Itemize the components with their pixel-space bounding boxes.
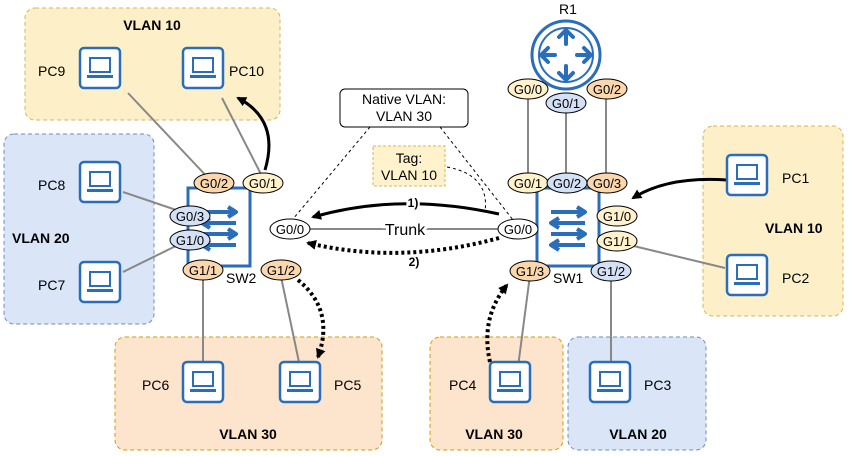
arrows: [236, 96, 728, 363]
pc10[interactable]: [181, 46, 225, 90]
pc5-label: PC5: [334, 377, 361, 393]
pc3-label: PC3: [644, 377, 671, 393]
arrow-pc1-sw1: [631, 177, 728, 200]
sw1-port-g1-2: G1/2: [597, 264, 625, 279]
sw2-port-g0-2: G0/2: [200, 176, 228, 191]
switch-sw2[interactable]: [186, 186, 252, 268]
tag-callout-line: [446, 166, 487, 213]
sw2-port-g0-3: G0/3: [176, 209, 204, 224]
sw2-ports: [169, 172, 311, 281]
sw2-port-g1-1: G1/1: [189, 263, 217, 278]
sw2-port-g0-0: G0/0: [276, 222, 304, 237]
router-port-g0-2: G0/2: [593, 82, 621, 97]
router-label: R1: [559, 1, 577, 17]
pc9[interactable]: [78, 46, 122, 90]
pc7-label: PC7: [38, 277, 65, 293]
cables: [122, 84, 726, 368]
pc2-label: PC2: [782, 270, 809, 286]
trunk-label: Trunk: [385, 222, 426, 239]
sw1-port-g1-3: G1/3: [516, 264, 544, 279]
pc6-label: PC6: [142, 377, 169, 393]
sw1-port-g1-1: G1/1: [603, 234, 631, 249]
native-vlan-line1: Native VLAN:: [362, 91, 446, 107]
sw1-ports: [497, 172, 638, 282]
switch-sw1[interactable]: [535, 186, 601, 268]
sw1-port-g0-2: G0/2: [553, 176, 581, 191]
arrow-1-label: 1): [408, 196, 419, 210]
tag-callout: [372, 145, 446, 187]
pc1[interactable]: [725, 153, 769, 197]
vlan-label-bottom-mid: VLAN 30: [465, 426, 523, 442]
pc4[interactable]: [488, 360, 532, 404]
sw1-port-g0-1: G0/1: [514, 176, 542, 191]
sw1-port-g1-0: G1/0: [603, 209, 631, 224]
native-vlan-line2: VLAN 30: [376, 108, 432, 124]
vlan-label-top-left: VLAN 10: [123, 17, 181, 33]
router-port-g0-1: G0/1: [552, 96, 580, 111]
pc1-label: PC1: [782, 170, 809, 186]
sw2-label: SW2: [226, 270, 257, 286]
pc8[interactable]: [78, 160, 122, 204]
pc10-label: PC10: [229, 63, 264, 79]
pc2[interactable]: [725, 253, 769, 297]
router-ports: [507, 78, 628, 114]
pc3[interactable]: [588, 360, 632, 404]
native-callout-line-right: [439, 126, 518, 226]
sw2-port-g1-2: G1/2: [267, 263, 295, 278]
vlan-label-left: VLAN 20: [12, 230, 70, 246]
native-callout-line-left: [287, 126, 371, 226]
pc6[interactable]: [181, 360, 225, 404]
vlan-label-bottom-right: VLAN 20: [609, 426, 667, 442]
arrow-2: [306, 236, 500, 255]
sw2-port-g0-1: G0/1: [249, 176, 277, 191]
vlan-label-right: VLAN 10: [765, 220, 823, 236]
arrow-2-label: 2): [409, 255, 420, 269]
router[interactable]: [530, 19, 602, 91]
arrow-1: [311, 202, 500, 220]
arrow-sw2-pc10: [236, 96, 271, 171]
vlan-label-bottom-left: VLAN 30: [219, 426, 277, 442]
pc9-label: PC9: [38, 63, 65, 79]
sw1-label: SW1: [553, 270, 584, 286]
sw1-port-g0-0: G0/0: [504, 222, 532, 237]
arrow-sw2-pc5: [296, 278, 326, 359]
vlan-box-top-left: [24, 7, 281, 121]
pc7[interactable]: [78, 260, 122, 304]
sw2-port-g1-0: G1/0: [176, 233, 204, 248]
tag-line1: Tag:: [396, 150, 422, 166]
pc4-label: PC4: [449, 377, 476, 393]
pc5[interactable]: [278, 360, 322, 404]
pc8-label: PC8: [38, 177, 65, 193]
arrow-pc4-sw1: [485, 283, 509, 363]
router-port-g0-0: G0/0: [514, 82, 542, 97]
sw1-port-g0-3: G0/3: [593, 176, 621, 191]
native-vlan-callout: [339, 88, 469, 128]
tag-line2: VLAN 10: [381, 167, 437, 183]
